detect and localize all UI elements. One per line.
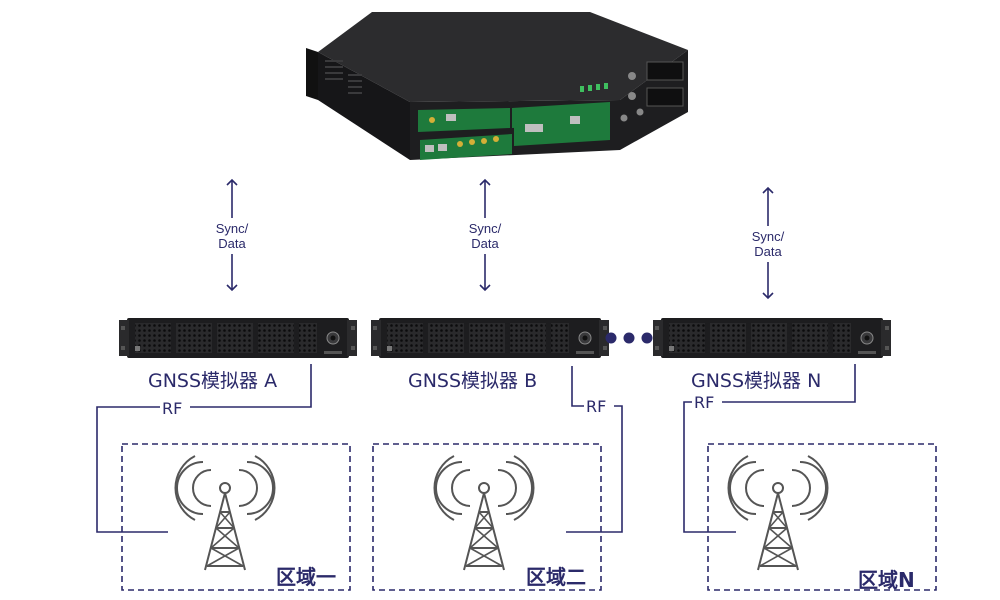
rf-label-n: RF — [694, 393, 715, 412]
zone-box-one — [121, 443, 351, 591]
rf-cable-a — [96, 364, 312, 533]
simulator-label-a: GNSS模拟器 A — [148, 370, 278, 392]
sync-label-line1: Sync/ — [215, 221, 249, 236]
zone-box-n — [707, 443, 937, 591]
simulator-unit-n — [652, 317, 892, 359]
sync-label-line2: Data — [754, 244, 782, 259]
antenna-tower-icon-n — [727, 455, 829, 571]
rf-label-a: RF — [162, 399, 183, 418]
zone-label-two: 区域二 — [526, 565, 586, 589]
zone-label-n: 区域N — [858, 568, 915, 592]
simulator-unit-b — [370, 317, 610, 359]
sync-label-line2: Data — [471, 236, 499, 251]
simulator-label-b: GNSS模拟器 B — [408, 370, 538, 392]
rf-cable-n — [683, 364, 856, 533]
ellipsis-dots — [605, 332, 653, 344]
zone-box-two — [372, 443, 602, 591]
simulator-unit-a — [118, 317, 358, 359]
sync-data-label-a: Sync/ Data — [202, 221, 262, 251]
rf-cable-b — [566, 366, 623, 533]
zone-label-one: 区域一 — [276, 565, 336, 589]
antenna-tower-icon-two — [433, 455, 535, 571]
sync-label-line1: Sync/ — [751, 229, 785, 244]
sync-label-line2: Data — [218, 236, 246, 251]
sync-data-label-n: Sync/ Data — [738, 229, 798, 259]
sync-label-line1: Sync/ — [468, 221, 502, 236]
master-chassis — [306, 12, 688, 160]
sync-data-label-b: Sync/ Data — [455, 221, 515, 251]
simulator-label-n: GNSS模拟器 N — [691, 370, 822, 392]
rf-label-b: RF — [586, 397, 607, 416]
antenna-tower-icon-one — [174, 455, 276, 571]
